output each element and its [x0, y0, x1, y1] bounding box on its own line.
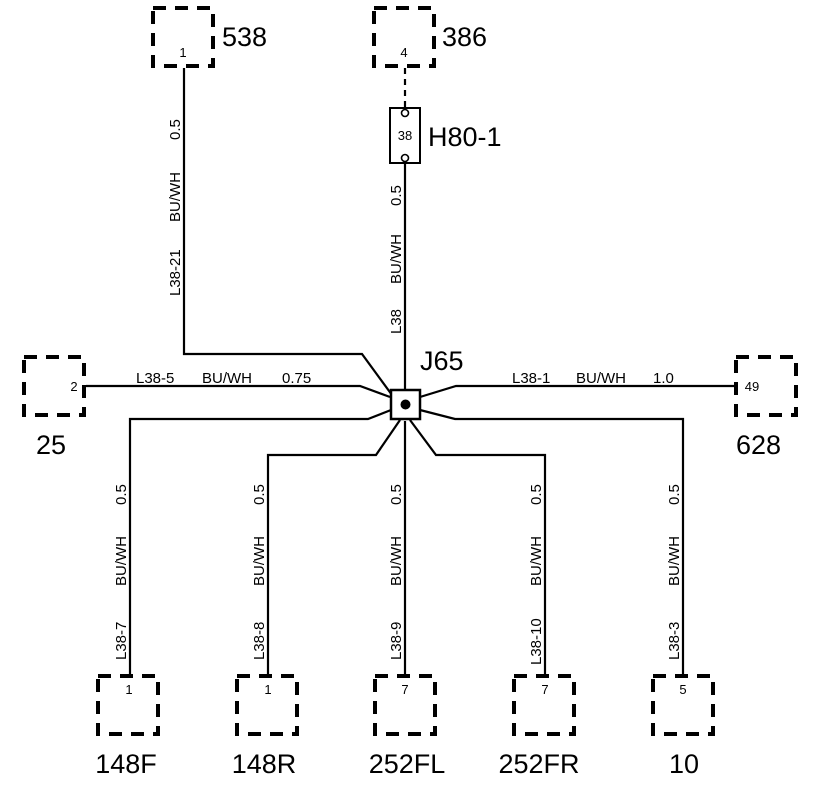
wire-label-628: L38-1 BU/WH 1.0 — [512, 370, 674, 387]
connector-252FL[interactable]: 7 252FL — [369, 674, 446, 779]
connector-25[interactable]: 2 25 — [22, 355, 86, 460]
fuse-terminal-bottom — [400, 153, 410, 163]
wire-148F-size: 0.5 — [113, 484, 130, 505]
wire-25-color: BU/WH — [202, 370, 252, 387]
connector-252FL-label: 252FL — [369, 749, 446, 779]
wire-label-252FR: L38-10 BU/WH 0.5 — [528, 484, 545, 665]
fuse-pin: 38 — [398, 128, 412, 143]
wire-label-252FL: L38-9 BU/WH 0.5 — [388, 484, 405, 660]
wire-10-size: 0.5 — [666, 484, 683, 505]
connector-538-box — [151, 6, 215, 68]
connector-25-box — [22, 355, 86, 417]
splice-label: J65 — [420, 346, 464, 376]
wire-label-148R: L38-8 BU/WH 0.5 — [251, 484, 268, 660]
connector-148F-label: 148F — [95, 749, 157, 779]
wire-252FR[interactable] — [409, 419, 547, 677]
connector-10-pin: 5 — [679, 682, 686, 697]
wire-label-538: L38-21 BU/WH 0.5 — [167, 119, 184, 296]
wire-fuse-circuit: L38 — [388, 309, 405, 334]
wire-148R-color: BU/WH — [251, 536, 268, 586]
connector-628-box — [734, 355, 798, 417]
wire-148R[interactable] — [266, 419, 401, 677]
wire-252FR-color: BU/WH — [528, 536, 545, 586]
connector-386-box — [372, 6, 436, 68]
wire-148F[interactable] — [128, 408, 392, 677]
connector-148R-pin: 1 — [264, 682, 271, 697]
fuse-h80-1[interactable]: 38 H80-1 — [389, 107, 502, 164]
wires — [86, 68, 738, 677]
splice-dot — [400, 399, 411, 410]
connector-148R-box — [235, 674, 299, 736]
wire-148R-size: 0.5 — [251, 484, 268, 505]
connector-386[interactable]: 4 386 — [372, 6, 487, 68]
connector-25-label: 25 — [36, 430, 66, 460]
connector-252FR-box — [512, 674, 576, 736]
wire-148F-circuit: L38-7 — [113, 622, 130, 660]
wire-148F-color: BU/WH — [113, 536, 130, 586]
connector-148R-label: 148R — [232, 749, 297, 779]
connector-538-label: 538 — [222, 22, 267, 52]
connector-252FL-box — [373, 674, 437, 736]
wire-628-color: BU/WH — [576, 370, 626, 387]
splice-box — [389, 388, 422, 421]
wire-label-25: L38-5 BU/WH 0.75 — [136, 370, 311, 387]
connector-386-label: 386 — [442, 22, 487, 52]
wire-252FL-size: 0.5 — [388, 484, 405, 505]
connector-252FR-label: 252FR — [498, 749, 579, 779]
wire-10-circuit: L38-3 — [666, 622, 683, 660]
wire-label-10: L38-3 BU/WH 0.5 — [666, 484, 683, 660]
wire-538-circuit: L38-21 — [167, 249, 184, 296]
wire-10-color: BU/WH — [666, 536, 683, 586]
wire-25[interactable] — [86, 384, 391, 399]
connector-148F-box — [96, 674, 160, 736]
connector-252FL-pin: 7 — [401, 682, 408, 697]
connector-386-pin: 4 — [400, 45, 407, 60]
splice-j65[interactable]: J65 — [389, 346, 464, 421]
wire-628[interactable] — [419, 384, 738, 399]
connector-10[interactable]: 5 10 — [651, 674, 715, 779]
connector-148R[interactable]: 1 148R — [232, 674, 299, 779]
wire-252FL-circuit: L38-9 — [388, 622, 405, 660]
connector-10-box — [651, 674, 715, 736]
wire-538-color: BU/WH — [167, 172, 184, 222]
connector-252FR[interactable]: 7 252FR — [498, 674, 580, 779]
wire-628-size: 1.0 — [653, 370, 674, 387]
connector-25-pin: 2 — [70, 379, 77, 394]
connector-538-pin: 1 — [179, 45, 186, 60]
wire-10[interactable] — [419, 408, 685, 677]
connector-10-label: 10 — [669, 749, 699, 779]
wire-fuse-color: BU/WH — [388, 234, 405, 284]
wire-538-size: 0.5 — [167, 119, 184, 140]
wire-628-circuit: L38-1 — [512, 370, 550, 387]
connector-148F[interactable]: 1 148F — [95, 674, 160, 779]
connector-252FR-pin: 7 — [541, 682, 548, 697]
fuse-label: H80-1 — [428, 122, 502, 152]
wire-fuse-size: 0.5 — [388, 185, 405, 206]
connector-538[interactable]: 1 538 — [151, 6, 267, 68]
wire-252FR-size: 0.5 — [528, 484, 545, 505]
wire-25-circuit: L38-5 — [136, 370, 174, 387]
wire-252FL-color: BU/WH — [388, 536, 405, 586]
wire-148R-circuit: L38-8 — [251, 622, 268, 660]
wire-label-fuse: L38 BU/WH 0.5 — [388, 185, 405, 334]
wire-25-size: 0.75 — [282, 370, 311, 387]
connector-628[interactable]: 49 628 — [734, 355, 798, 460]
connector-628-pin: 49 — [745, 379, 759, 394]
wire-label-148F: L38-7 BU/WH 0.5 — [113, 484, 130, 660]
connector-148F-pin: 1 — [125, 682, 132, 697]
wire-252FR-circuit: L38-10 — [528, 618, 545, 665]
connector-628-label: 628 — [736, 430, 781, 460]
wire-538[interactable] — [182, 68, 393, 396]
fuse-terminal-top — [400, 108, 410, 118]
